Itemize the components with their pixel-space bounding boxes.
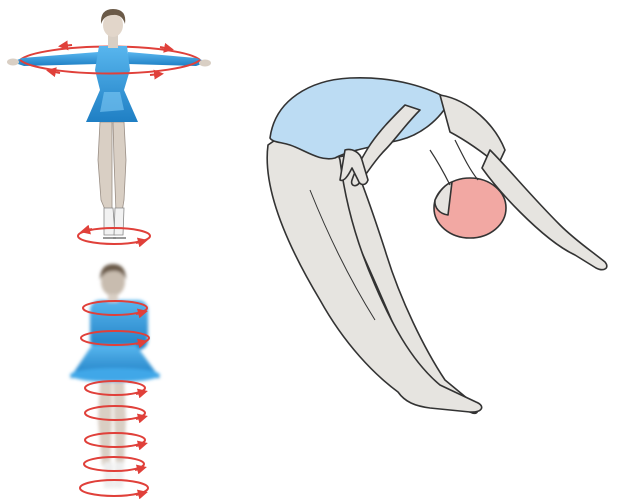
skater-arms-extended (7, 9, 211, 244)
skater-arms-tucked (70, 264, 160, 496)
diver-pike-figure (267, 78, 607, 414)
